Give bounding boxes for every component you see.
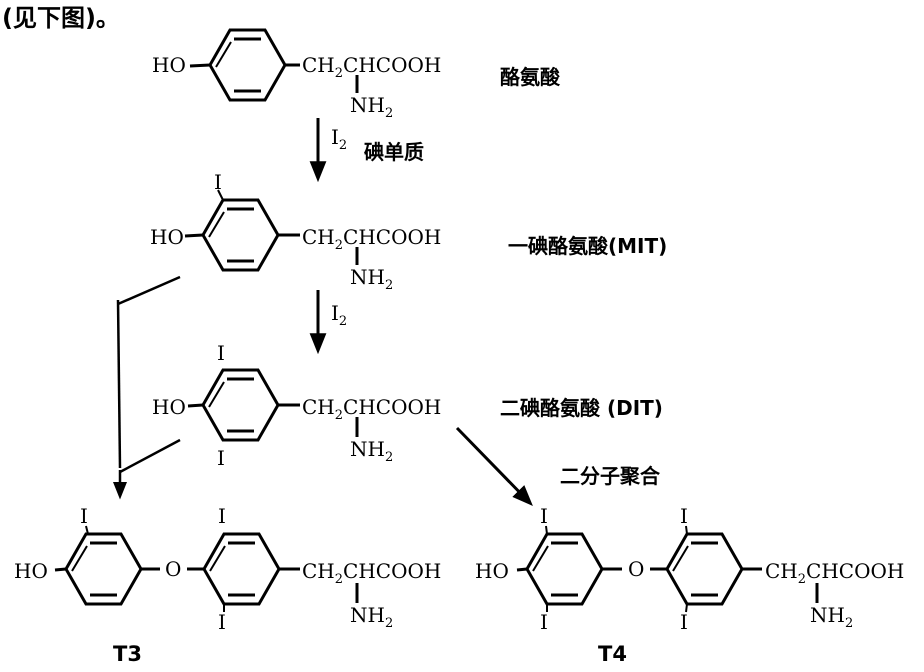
- tyrosine-amine: NH2: [350, 93, 394, 121]
- dit-ho: HO: [152, 395, 186, 419]
- tyrosine-side-chain: CH2CHCOOH: [302, 53, 442, 81]
- mit-benzene-ring: [184, 189, 359, 272]
- iodine-reagent-label: 碘单质: [364, 140, 424, 164]
- t3-iodine-outer-top: I: [218, 504, 226, 528]
- t4-iodine-inner-top: I: [540, 504, 548, 528]
- tyrosine-benzene-ring: [189, 28, 359, 102]
- t4-side-chain: CH2CHCOOH: [765, 559, 905, 587]
- dit-amine: NH2: [350, 437, 394, 465]
- iodine-reagent-2: I2: [331, 301, 348, 329]
- t4-outer-ring: [650, 525, 819, 613]
- dit-label: 二碘酪氨酸 (DIT): [500, 396, 663, 420]
- iodine-reagent-1: I2: [331, 125, 348, 153]
- t4-ho: HO: [475, 559, 509, 583]
- dit-iodine-bottom: I: [217, 446, 225, 470]
- t3-iodine-inner: I: [80, 504, 88, 528]
- t3-iodine-outer-bottom: I: [218, 610, 226, 634]
- t3-side-chain: CH2CHCOOH: [302, 559, 442, 587]
- t3-coupling-arrow: [113, 275, 181, 500]
- tyrosine-label: 酪氨酸: [500, 65, 560, 89]
- t3-label: T3: [113, 642, 142, 666]
- t3-amine: NH2: [350, 603, 394, 631]
- t4-amine: NH2: [810, 603, 854, 631]
- t4-label: T4: [598, 642, 627, 666]
- mit-ho: HO: [150, 225, 184, 249]
- mit-side-chain: CH2CHCOOH: [302, 225, 442, 253]
- t3-outer-ring: [187, 532, 359, 612]
- t4-ether-oxygen: O: [628, 557, 645, 581]
- t3-ho: HO: [14, 559, 48, 583]
- mit-amine: NH2: [350, 265, 394, 293]
- coupling-label: 二分子聚合: [560, 464, 660, 488]
- header-text: (见下图)。: [2, 4, 120, 32]
- mit-label: 一碘酪氨酸(MIT): [508, 234, 668, 258]
- t4-iodine-outer-bottom: I: [680, 610, 688, 634]
- t4-coupling-arrow: [455, 426, 533, 507]
- t3-ether-oxygen: O: [165, 557, 182, 581]
- dit-benzene-ring: [187, 368, 359, 442]
- t4-inner-ring: [516, 525, 622, 612]
- tyrosine-ho: HO: [152, 53, 186, 77]
- mit-iodine: I: [214, 170, 222, 194]
- t3-inner-ring: [54, 525, 160, 606]
- t4-iodine-outer-top: I: [680, 504, 688, 528]
- t4-iodine-inner-bottom: I: [540, 610, 548, 634]
- dit-iodine-top: I: [217, 341, 225, 365]
- dit-side-chain: CH2CHCOOH: [302, 395, 442, 423]
